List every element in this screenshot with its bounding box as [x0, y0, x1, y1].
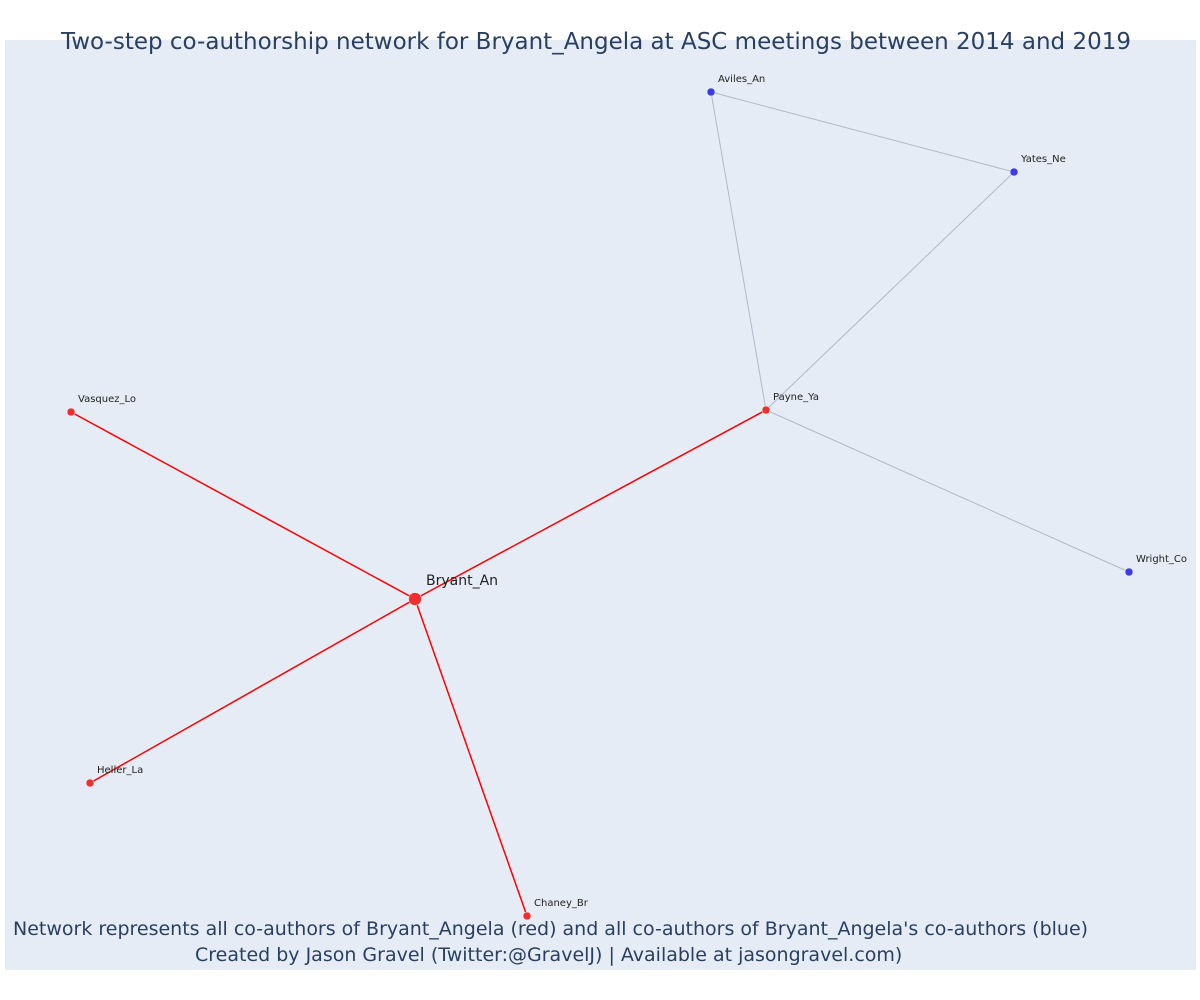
edge-Payne_Ya-Aviles_An — [710, 91, 767, 411]
footer-caption: Network represents all co-authors of Bry… — [13, 918, 1089, 940]
chart-title: Two-step co-authorship network for Bryan… — [61, 29, 1131, 55]
edge-Bryant_An-Chaney_Br — [414, 598, 528, 917]
node-label-Payne_Ya: Payne_Ya — [773, 392, 819, 403]
node-Heller_La[interactable] — [85, 778, 95, 788]
node-Chaney_Br[interactable] — [522, 911, 532, 921]
footer-credit: Created by Jason Gravel (Twitter:@Gravel… — [195, 944, 903, 966]
edge-layer — [70, 91, 1130, 917]
node-Wright_Co[interactable] — [1124, 567, 1134, 577]
plot-area — [5, 40, 1196, 970]
edge-Bryant_An-Payne_Ya — [414, 409, 767, 600]
node-label-Chaney_Br: Chaney_Br — [534, 898, 589, 909]
node-label-Bryant_An: Bryant_An — [426, 573, 498, 589]
node-label-Aviles_An: Aviles_An — [718, 74, 765, 85]
edge-Payne_Ya-Wright_Co — [765, 409, 1130, 573]
node-label-Heller_La: Heller_La — [97, 765, 143, 776]
edge-Bryant_An-Vasquez_Lo — [70, 411, 416, 600]
node-layer — [66, 87, 1134, 921]
label-layer: Bryant_An Vasquez_Lo Payne_YaHeller_LaChan… — [78, 74, 1187, 909]
edge-Bryant_An-Heller_La — [89, 598, 416, 784]
edge-Payne_Ya-Yates_Ne — [765, 171, 1015, 411]
node-label-Yates_Ne: Yates_Ne — [1020, 154, 1066, 165]
edge-Aviles_An-Yates_Ne — [710, 91, 1015, 173]
node-Yates_Ne[interactable] — [1009, 167, 1019, 177]
node-Aviles_An[interactable] — [706, 87, 716, 97]
node-Payne_Ya[interactable] — [761, 405, 771, 415]
node-label-Wright_Co: Wright_Co — [1136, 554, 1187, 565]
node-Bryant_An[interactable] — [408, 592, 422, 606]
node-Vasquez_Lo[interactable] — [66, 407, 76, 417]
node-label-Vasquez_Lo: Vasquez_Lo — [78, 394, 136, 405]
